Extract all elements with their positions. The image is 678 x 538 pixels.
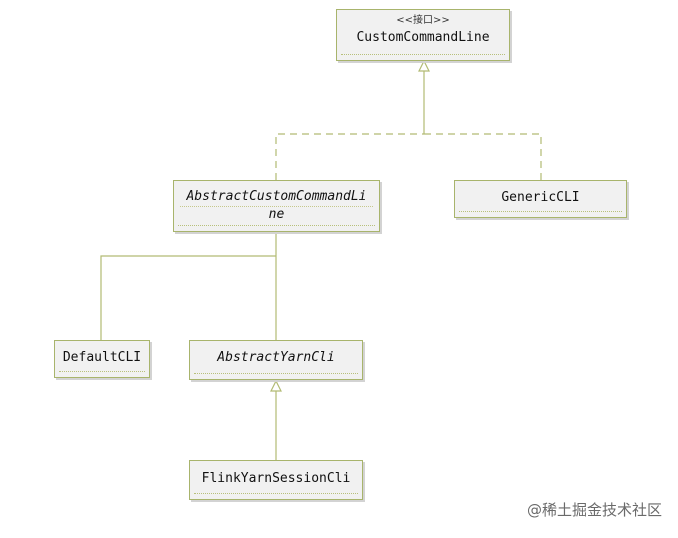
- attribute-divider: [194, 373, 358, 374]
- stereotype-label: <<接口>>: [396, 15, 450, 26]
- name-divider: [180, 206, 373, 207]
- generalization-edge-default-cli: [100, 255, 276, 340]
- class-name-generic-cli: GenericCLI: [501, 190, 580, 205]
- attribute-divider: [341, 54, 505, 55]
- class-box-abstract-custom-command-line[interactable]: AbstractCustomCommandLi ne: [173, 180, 380, 232]
- generalization-arrowhead-abstract-yarn: [270, 379, 282, 392]
- class-box-abstract-yarn-cli[interactable]: AbstractYarnCli: [189, 340, 363, 380]
- attribute-divider: [59, 371, 145, 372]
- realization-arrowhead: [418, 59, 430, 72]
- class-name-default-cli: DefaultCLI: [62, 350, 142, 365]
- class-name-abstract-custom-command-line-part1: AbstractCustomCommandLi: [186, 189, 367, 204]
- class-name-flink-yarn-session-cli: FlinkYarnSessionCli: [201, 471, 351, 486]
- attribute-divider: [194, 493, 358, 494]
- class-box-custom-command-line[interactable]: <<接口>> CustomCommandLine: [336, 9, 510, 61]
- class-name-abstract-yarn-cli: AbstractYarnCli: [217, 350, 335, 365]
- realization-edge-generic-to-interface: [424, 133, 542, 180]
- class-name-custom-command-line: CustomCommandLine: [356, 30, 490, 45]
- class-box-generic-cli[interactable]: GenericCLI: [454, 180, 627, 218]
- class-box-default-cli[interactable]: DefaultCLI: [54, 340, 150, 378]
- realization-edge-abstract-custom-to-interface: [275, 133, 424, 180]
- class-name-abstract-custom-command-line-part2: ne: [268, 207, 285, 222]
- class-box-flink-yarn-session-cli[interactable]: FlinkYarnSessionCli: [189, 460, 363, 500]
- attribute-divider: [459, 211, 622, 212]
- attribute-divider: [178, 225, 375, 226]
- watermark-text: @稀土掘金技术社区: [526, 501, 662, 519]
